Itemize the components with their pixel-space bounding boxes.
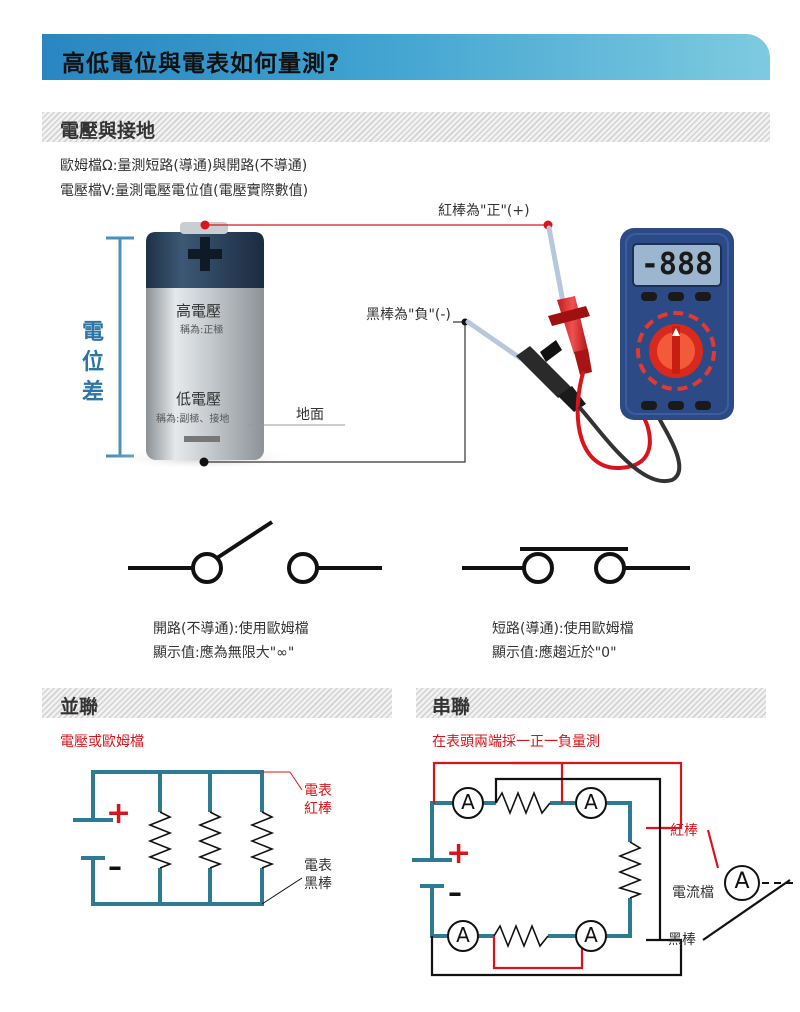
section-header-series [416, 688, 766, 718]
series-red-probe-label: 紅棒 [670, 823, 698, 839]
ammeter-letter: A [734, 869, 750, 894]
ammeter-letter: A [461, 790, 475, 814]
parallel-meter-black-1: 電表 [304, 858, 332, 874]
ammeter-letter: A [456, 923, 470, 947]
parallel-resistors [147, 811, 275, 869]
section-header-ground [42, 112, 770, 142]
ammeter-icons [447, 787, 760, 952]
multimeter[interactable] [620, 228, 734, 420]
open-circuit-caption: 開路(不導通):使用歐姆檔 [153, 621, 309, 637]
series-subtitle: 在表頭兩端採一正一負量測 [432, 734, 600, 750]
black-probe-label: 黑棒為"負"(-) [366, 307, 451, 323]
parallel-plus-sign: + [106, 796, 132, 831]
series-black-leads [430, 777, 791, 977]
low-voltage-sub: 稱為:副極、接地 [156, 414, 230, 425]
series-plus-sign: + [446, 836, 472, 871]
short-circuit-value: 顯示值:應趨近於"0" [492, 645, 617, 661]
high-voltage-sub: 稱為:正極 [180, 325, 224, 336]
red-probe-label: 紅棒為"正"(+) [438, 203, 530, 219]
parallel-meter-red-2: 紅棒 [304, 801, 332, 817]
potential-bracket [106, 236, 134, 458]
open-switch-symbol [128, 520, 382, 584]
potential-char-3: 差 [81, 380, 104, 405]
series-resistors [493, 790, 643, 949]
short-switch-symbol [462, 547, 690, 584]
high-voltage-label: 高電壓 [176, 302, 222, 320]
section-label-series: 串聯 [432, 696, 471, 718]
series-black-probe-label: 黑棒 [668, 932, 696, 948]
battery [110, 222, 300, 470]
probe-cables [575, 371, 682, 484]
meter-display: -888 [640, 247, 714, 282]
current-range-label: 電流檔 [672, 885, 714, 901]
open-circuit-value: 顯示值:應為無限大"∞" [153, 645, 295, 661]
red-probe-wire [200, 220, 553, 230]
parallel-red-lead-2 [289, 771, 303, 791]
short-circuit-caption: 短路(導通):使用歐姆檔 [492, 621, 634, 637]
voltage-range-note: 電壓檔V:量測電壓電位值(電壓實際數值) [60, 183, 309, 199]
red-probe[interactable] [546, 225, 592, 375]
section-label-ground: 電壓與接地 [60, 120, 156, 142]
parallel-meter-black-2: 黑棒 [304, 876, 332, 892]
low-voltage-label: 低電壓 [176, 390, 222, 408]
parallel-meter-red-1: 電表 [304, 783, 332, 799]
section-header-parallel [42, 688, 392, 718]
title-bar [42, 34, 770, 80]
series-minus-sign: – [448, 876, 462, 909]
potential-char-2: 位 [81, 350, 104, 375]
ammeter-letter: A [584, 790, 598, 814]
potential-difference-label: 電 位 差 [80, 318, 106, 408]
ammeter-letter: A [584, 923, 598, 947]
series-circuit [412, 801, 632, 938]
parallel-black-lead [261, 877, 303, 905]
section-label-parallel: 並聯 [60, 696, 99, 718]
battery-ground-dot [199, 457, 209, 467]
potential-char-1: 電 [81, 320, 104, 345]
parallel-minus-sign: – [108, 850, 122, 883]
parallel-subtitle: 電壓或歐姆檔 [60, 734, 144, 750]
ground-label: 地面 [296, 407, 324, 423]
page-title: 高低電位與電表如何量測? [62, 51, 341, 77]
ohm-range-note: 歐姆檔Ω:量測短路(導通)與開路(不導通) [60, 158, 308, 174]
